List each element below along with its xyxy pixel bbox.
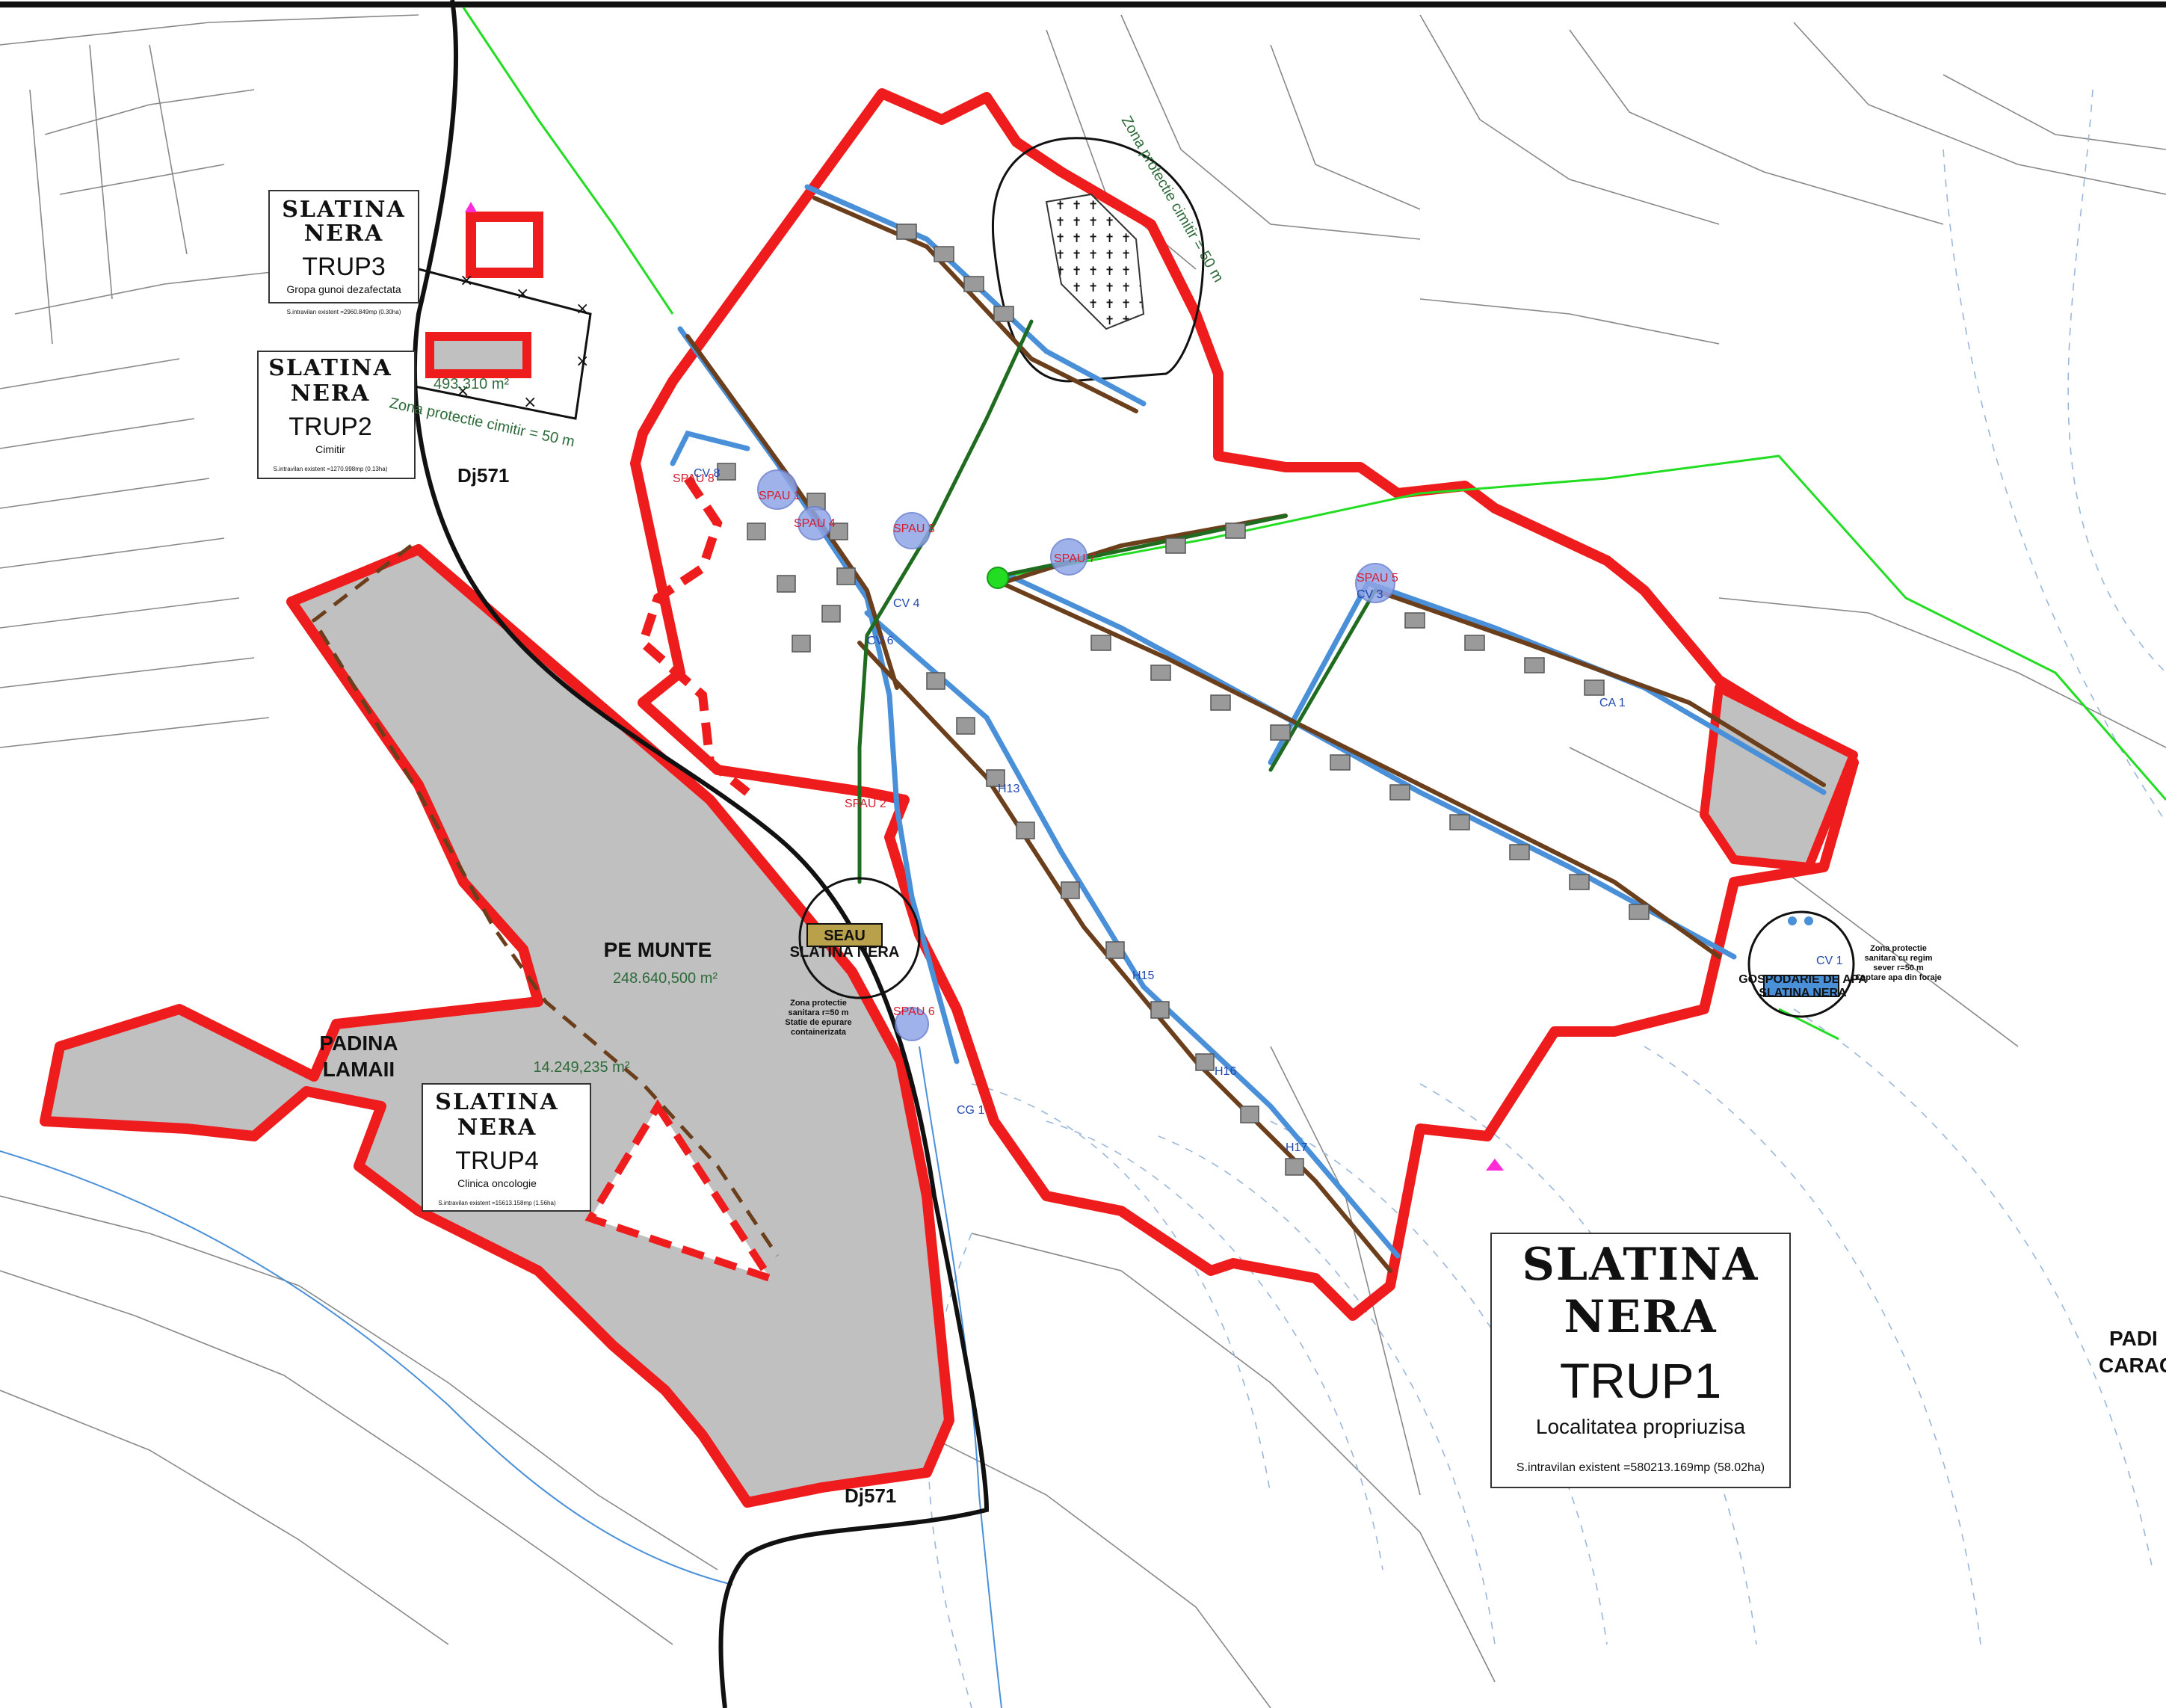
trup3-name-line1: SLATINA xyxy=(282,197,405,223)
label-cv-8: CV 8 xyxy=(694,467,721,480)
label-padina-lamaii-1: PADINA xyxy=(319,1032,398,1055)
label-water-zone-4: Captare apa din foraje xyxy=(1855,973,1942,982)
terrain-contours xyxy=(928,89,2166,1708)
label-spau-7: SPAU 7 xyxy=(1054,552,1096,565)
buildings xyxy=(717,223,1650,1176)
trup1-desc: Localitatea propriuzisa xyxy=(1536,1415,1746,1438)
svg-text:×: × xyxy=(576,300,589,318)
trup2-name-line1: SLATINA xyxy=(268,355,392,381)
trup1-name-line1: SLATINA xyxy=(1522,1239,1759,1291)
trup3-code: TRUP3 xyxy=(302,253,385,281)
river xyxy=(0,1046,1002,1708)
proposed-boundary-dashed-left xyxy=(638,475,750,796)
water-station-protection-zone xyxy=(1747,910,1855,1018)
label-padina-right-2: CARAC xyxy=(2099,1354,2166,1377)
trup1-intravilan-boundary xyxy=(630,88,1859,1321)
trup1-label-box xyxy=(1490,1233,1791,1488)
trup3-desc: Gropa gunoi dezafectata xyxy=(286,283,401,295)
label-spau-5: SPAU 5 xyxy=(1357,572,1398,585)
svg-text:×: × xyxy=(460,271,473,290)
cemetery-protection-zone-top xyxy=(992,137,1205,383)
label-cv-6: CV 6 xyxy=(867,635,894,647)
label-pe-munte-area: 248.640,500 m² xyxy=(613,970,718,987)
seau-station xyxy=(806,923,883,947)
label-padina-lamaii-2: LAMAII xyxy=(323,1058,395,1081)
trup2-desc: Cimitir xyxy=(315,443,345,455)
trup2-code: TRUP2 xyxy=(289,413,371,441)
label-ca-1: CA 1 xyxy=(1599,697,1626,709)
junction-node xyxy=(987,567,1009,589)
well-icon xyxy=(1804,916,1813,925)
trup4-code: TRUP4 xyxy=(455,1147,538,1175)
label-padina-lamaii-area: 14.249,235 m² xyxy=(534,1059,630,1076)
label-cv-3: CV 3 xyxy=(1357,588,1383,601)
label-cv-1: CV 1 xyxy=(1816,955,1843,967)
trup2-label-box xyxy=(257,351,416,479)
survey-marker-icon xyxy=(1486,1159,1504,1171)
proposed-sewer-dashed xyxy=(311,544,780,1257)
trup3-name-line2: NERA xyxy=(304,221,384,247)
label-spau-4: SPAU 4 xyxy=(794,517,836,530)
svg-text:×: × xyxy=(523,393,537,412)
label-spau-1: SPAU 1 xyxy=(759,490,800,502)
trup3-label-box xyxy=(268,190,419,303)
label-gosp-1: GOSPODARIE DE APA xyxy=(1738,973,1867,986)
trup2-name-line2: NERA xyxy=(291,380,371,407)
trup1-area: S.intravilan existent =580213.169mp (58.… xyxy=(1516,1461,1765,1474)
label-water-zone-1: Zona protectie xyxy=(1870,944,1927,953)
trup3-area: S.intravilan existent =2960.849mp (0.30h… xyxy=(287,309,401,315)
cemetery-zone-ticks: × × × × × × xyxy=(456,271,589,412)
label-seau-zone-3: Statie de epurare xyxy=(785,1018,851,1027)
trup2-parcel xyxy=(425,332,531,378)
road-dj571 xyxy=(412,0,990,1708)
trup4-name-line1: SLATINA xyxy=(435,1089,558,1115)
label-seau-2: SLATINA NERA xyxy=(790,944,900,961)
label-seau-1: SEAU xyxy=(824,928,866,944)
trup4-label-box xyxy=(422,1083,591,1212)
svg-text:×: × xyxy=(456,382,469,401)
trup4-area: S.intravilan existent =15613.158mp (1.56… xyxy=(438,1200,556,1206)
label-pe-munte: PE MUNTE xyxy=(604,938,712,961)
svg-text:×: × xyxy=(576,352,589,371)
cadastral-background xyxy=(0,14,2166,1708)
label-cg-1: CG 1 xyxy=(957,1104,984,1117)
label-water-zone-2: sanitara cu regim xyxy=(1864,954,1932,963)
label-h16: H16 xyxy=(1215,1065,1236,1078)
survey-marker-icon xyxy=(465,202,477,212)
trup2-area: S.intravilan existent =1270.998mp (0.13h… xyxy=(274,466,388,472)
water-station xyxy=(1763,975,1839,997)
label-spau-2: SPAU 2 xyxy=(845,798,886,810)
trup4-excluded-triangle xyxy=(584,1099,780,1286)
label-seau-zone-2: sanitara r=50 m xyxy=(788,1008,848,1017)
label-road-bottom: Dj571 xyxy=(845,1485,896,1507)
label-seau-zone-4: containerizata xyxy=(791,1028,847,1037)
label-trup2-area: 493,310 m² xyxy=(433,376,510,392)
label-seau-zone-1: Zona protectie xyxy=(790,999,847,1008)
trup1-name-line2: NERA xyxy=(1564,1291,1718,1343)
label-spau-3: SPAU 3 xyxy=(893,522,935,535)
label-spau-6: SPAU 6 xyxy=(893,1005,935,1018)
label-gosp-2: SLATINA NERA xyxy=(1759,987,1847,999)
well-icon xyxy=(1788,916,1797,925)
trup3-parcel xyxy=(466,212,543,278)
label-padina-right-1: PADI xyxy=(2109,1327,2158,1350)
label-cv-4: CV 4 xyxy=(893,597,920,610)
label-spau-8: SPAU 8 xyxy=(673,472,715,485)
trup1-code: TRUP1 xyxy=(1560,1353,1721,1408)
cemetery-plot xyxy=(1045,193,1145,330)
trup4-desc: Clinica oncologie xyxy=(457,1177,537,1189)
svg-text:×: × xyxy=(516,285,529,303)
label-water-zone-3: sever r=50 m xyxy=(1873,964,1924,972)
label-road-top: Dj571 xyxy=(457,464,509,487)
label-h15: H15 xyxy=(1132,969,1154,982)
seau-protection-zone xyxy=(798,877,921,999)
cemetery-protection-zone-left xyxy=(388,268,592,420)
pumping-station-markers xyxy=(757,469,1395,1041)
label-h13: H13 xyxy=(998,783,1019,795)
trup4-name-line2: NERA xyxy=(457,1114,537,1141)
label-h17: H17 xyxy=(1286,1141,1307,1154)
